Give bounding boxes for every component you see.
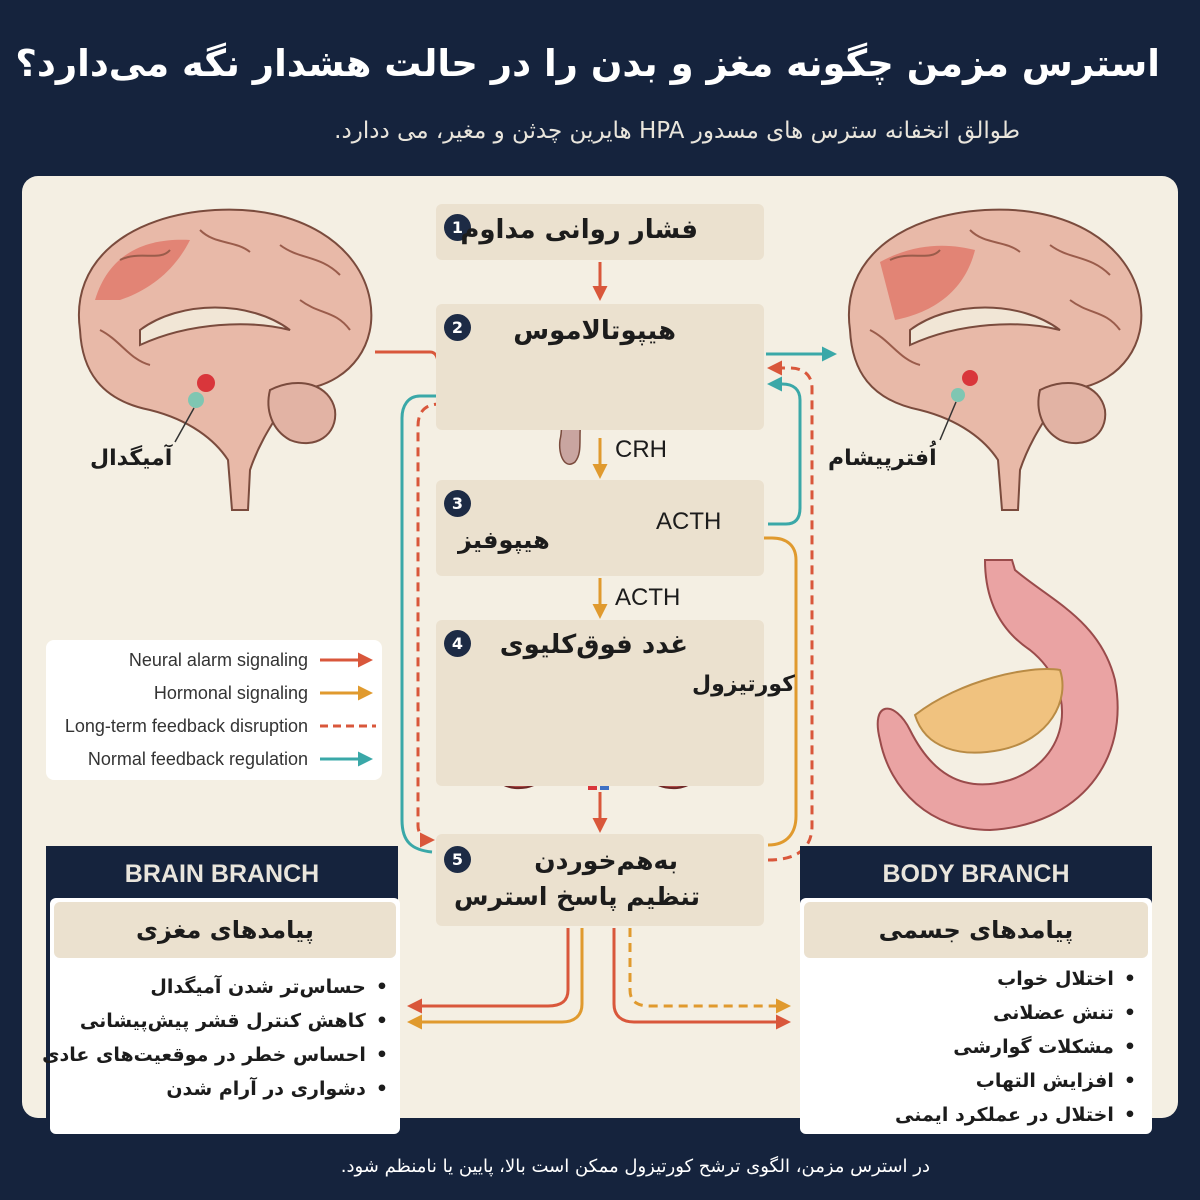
step-1-label: فشار روانی مداوم [460, 215, 698, 245]
brain-branch-title: BRAIN BRANCH [124, 860, 320, 888]
step-4-box: 4 غدد فوق‌کلیوی [436, 620, 764, 786]
step-1-box: 1 فشار روانی مداوم [436, 204, 764, 260]
body-branch: BODY BRANCH پیامدهای جسمی اختلال خواب تن… [800, 846, 1152, 1136]
list-item: کاهش کنترل قشر پیش‌پیشانی [42, 1004, 388, 1038]
step-2-number: 2 [444, 314, 471, 341]
step-4-number: 4 [444, 630, 471, 657]
step-5-box: 5 به‌هم‌خوردن تنظیم پاسخ استرس [436, 834, 764, 926]
body-branch-heading: پیامدهای جسمی [804, 902, 1148, 958]
step-5-label: به‌هم‌خوردن [534, 846, 678, 875]
list-item: دشواری در آرام شدن [42, 1072, 388, 1106]
body-branch-title: BODY BRANCH [882, 860, 1070, 888]
cortisol-label: کورتیزول [692, 672, 795, 697]
brain-branch-card: پیامدهای مغزی حساس‌تر شدن آمیگدال کاهش ک… [42, 898, 400, 1134]
step-1-number: 1 [444, 214, 471, 241]
left-brain-illustration [77, 208, 373, 511]
legend: Neural alarm signaling Hormonal signalin… [46, 640, 382, 780]
list-item: مشکلات گوارشی [895, 1030, 1136, 1064]
brain-branch: BRAIN BRANCH پیامدهای مغزی حساس‌تر شدن آ… [42, 846, 400, 1136]
step-4-label: غدد فوق‌کلیوی [499, 630, 688, 660]
legend-item-normal: Normal feedback regulation [87, 749, 308, 769]
acth-label: ACTH [615, 584, 681, 611]
right-brain-illustration [847, 208, 1143, 511]
footer-note: در استرس مزمن، الگوی ترشح کورتیزول ممکن … [340, 1156, 930, 1177]
body-branch-list: اختلال خواب تنش عضلانی مشکلات گوارشی افز… [895, 962, 1136, 1132]
step-2-label: هیپوتالاموس [513, 316, 676, 346]
crh-label: CRH [615, 436, 667, 463]
legend-item-hormonal: Hormonal signaling [153, 683, 308, 703]
right-brain-label: اُفترپیشام [828, 446, 937, 471]
page-title: استرس مزمن چگونه مغز و بدن را در حالت هش… [15, 42, 1160, 85]
step-3-box: 3 هیپوفیز [436, 480, 764, 576]
step-3-label: هیپوفیز [458, 526, 550, 554]
legend-item-disruption: Long-term feedback disruption [64, 716, 308, 736]
stomach-illustration [876, 559, 1119, 832]
list-item: حساس‌تر شدن آمیگدال [42, 970, 388, 1004]
legend-swatches [320, 652, 376, 767]
legend-item-neural: Neural alarm signaling [128, 650, 308, 670]
step-5-number: 5 [444, 846, 471, 873]
step-5-label-line2: تنظیم پاسخ استرس [454, 882, 700, 911]
body-branch-card: پیامدهای جسمی اختلال خواب تنش عضلانی مشک… [800, 898, 1152, 1134]
list-item: اختلال خواب [895, 962, 1136, 996]
step-2-box: 2 هیپوتالاموس [436, 304, 764, 430]
list-item: افزایش التهاب [895, 1064, 1136, 1098]
brain-branch-heading: پیامدهای مغزی [54, 902, 396, 958]
brain-branch-list: حساس‌تر شدن آمیگدال کاهش کنترل قشر پیش‌پ… [42, 970, 388, 1106]
list-item: احساس خطر در موقعیت‌های عادی [42, 1038, 388, 1072]
step-3-number: 3 [444, 490, 471, 517]
amygdala-label: آمیگدال [90, 446, 173, 471]
list-item: اختلال در عملکرد ایمنی [895, 1098, 1136, 1132]
list-item: تنش عضلانی [895, 996, 1136, 1030]
page-subtitle: طوالق اتخفانه سترس های مسدور HPA هایرین … [334, 118, 1020, 144]
acth-side-label: ACTH [656, 508, 722, 535]
